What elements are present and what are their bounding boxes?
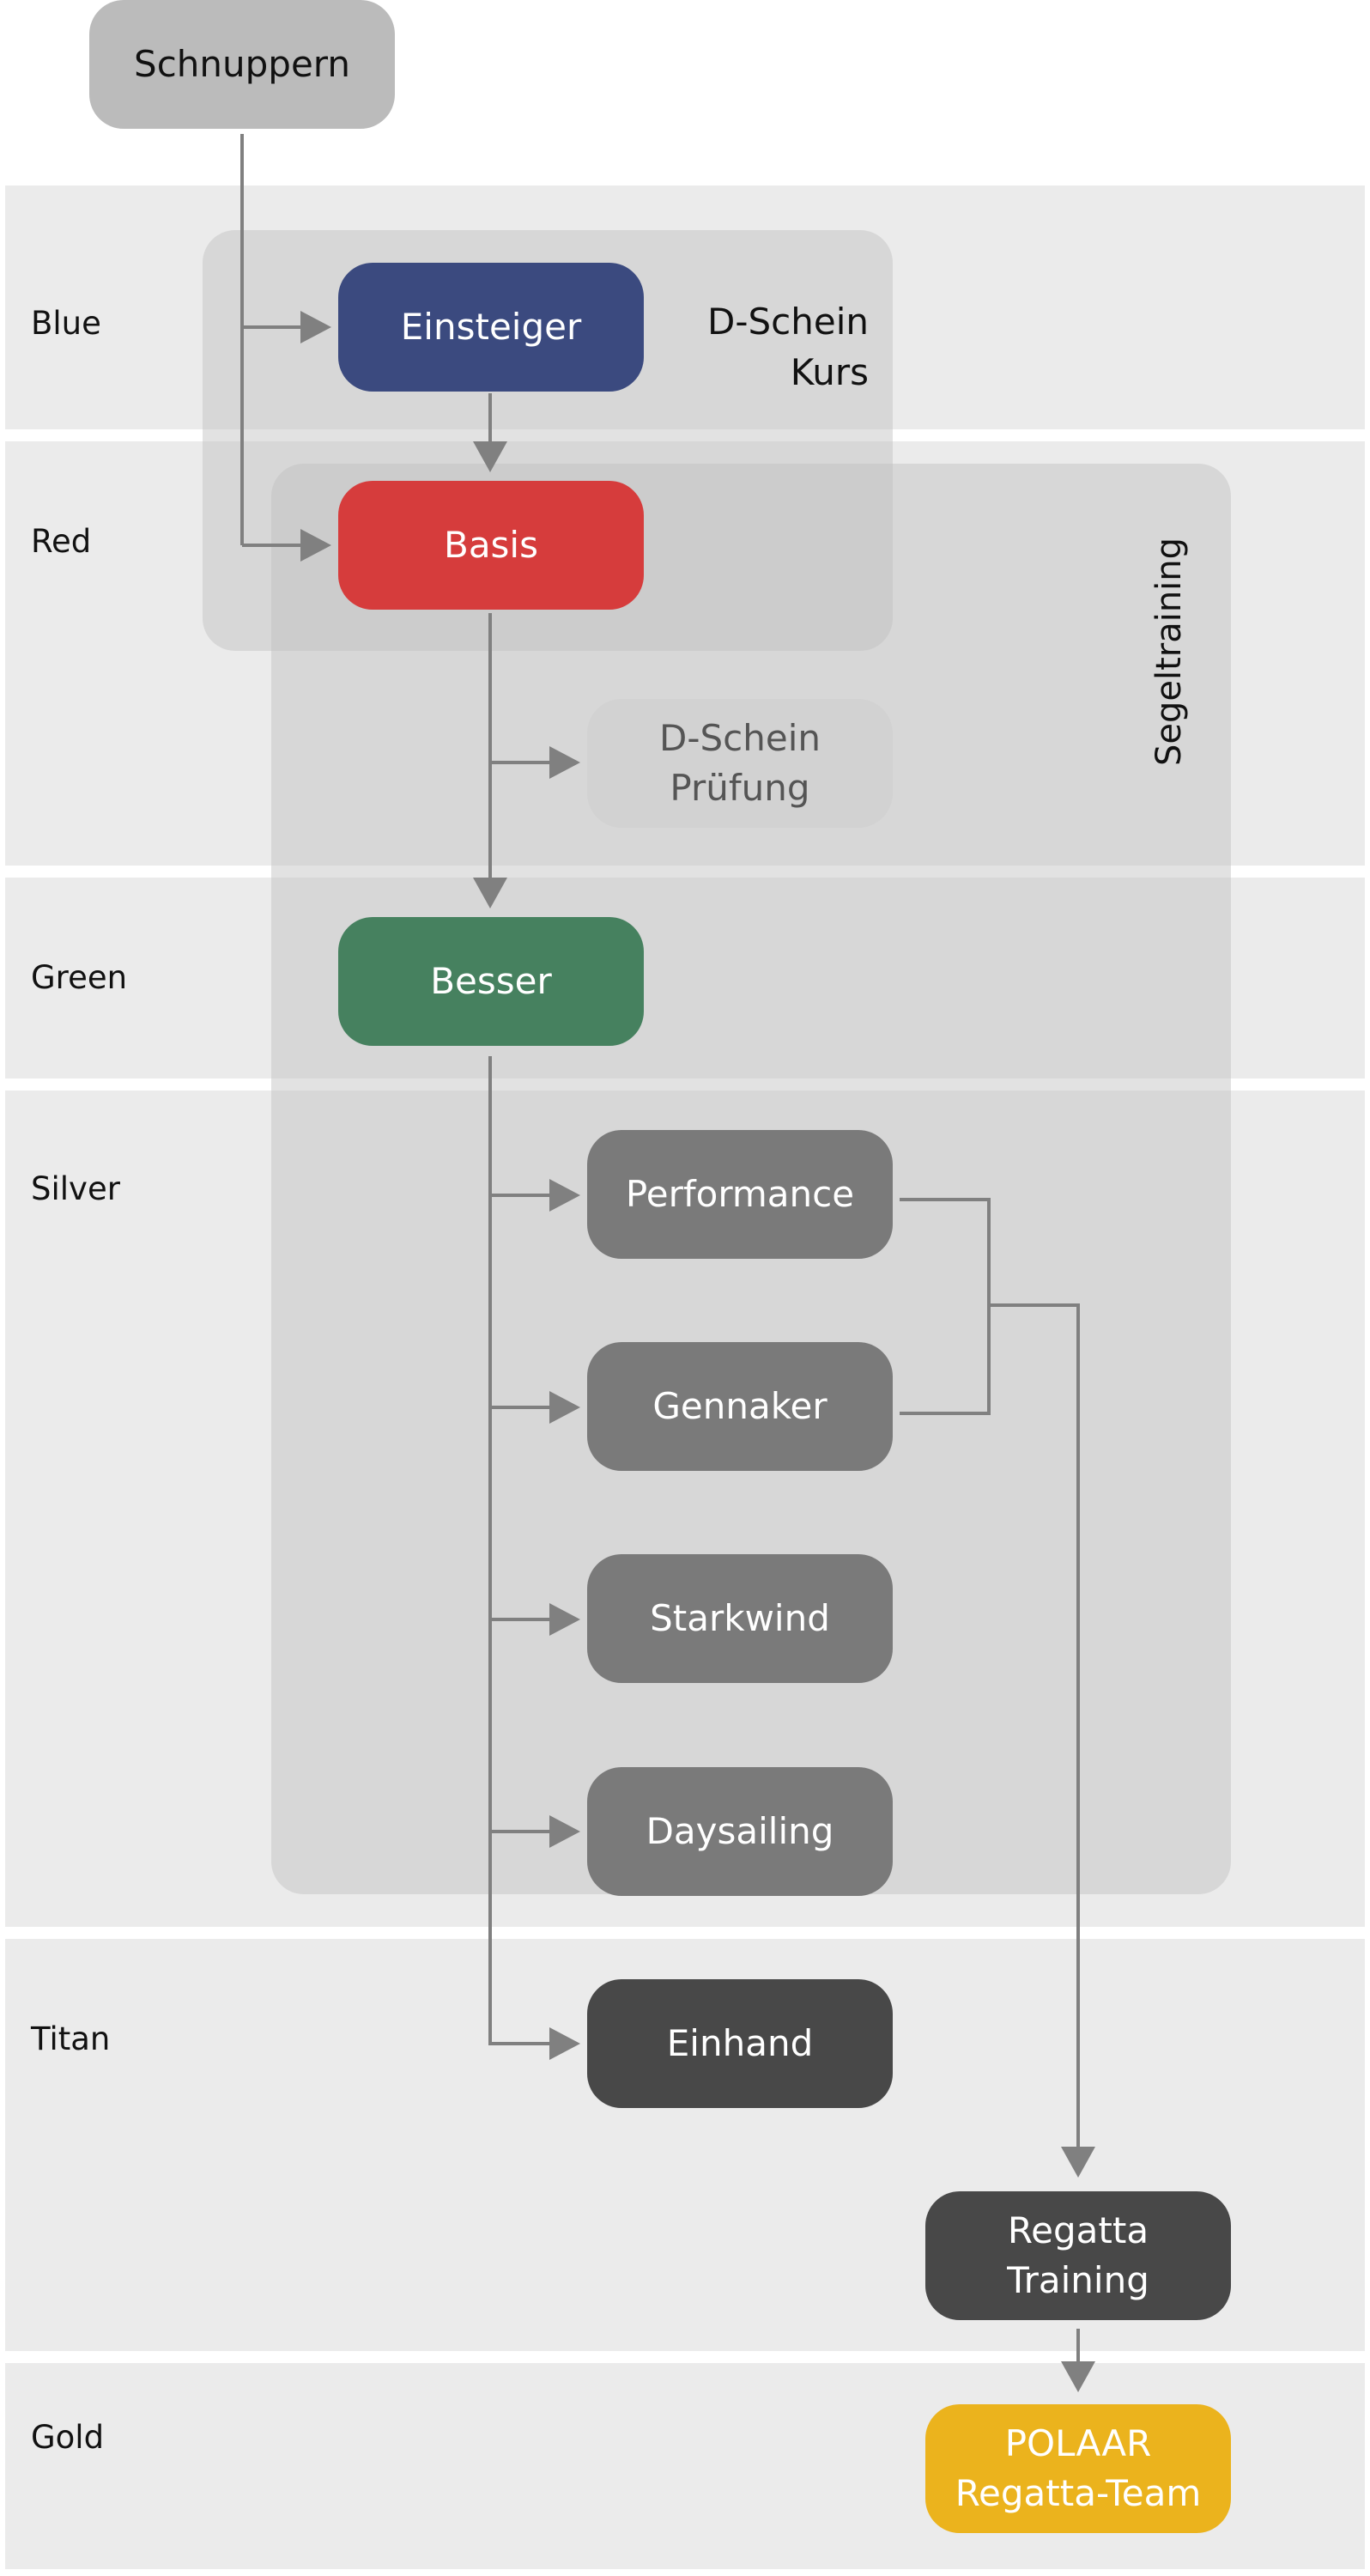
connector-performance-merge xyxy=(900,1198,991,1415)
node-dschein-pruefung: D-Schein Prüfung xyxy=(587,699,893,828)
band-label-titan: Titan xyxy=(31,2020,111,2057)
node-einhand-label: Einhand xyxy=(666,2022,814,2065)
band-label-red: Red xyxy=(31,523,92,560)
node-schnuppern: Schnuppern xyxy=(89,0,395,129)
band-label-green: Green xyxy=(31,959,128,996)
connector-besser-trunk xyxy=(488,1056,549,2045)
node-gennaker-label: Gennaker xyxy=(652,1385,827,1428)
node-einhand: Einhand xyxy=(587,1979,893,2108)
node-polaar-line1: POLAAR xyxy=(1004,2422,1152,2465)
band-label-silver: Silver xyxy=(31,1170,120,1207)
node-daysailing-label: Daysailing xyxy=(646,1810,834,1853)
arrowhead-pruefung xyxy=(549,746,580,779)
arrowhead-polaar xyxy=(1061,2361,1095,2392)
arrowhead-regatta xyxy=(1061,2147,1095,2178)
band-blue xyxy=(5,185,1365,429)
node-gennaker: Gennaker xyxy=(587,1342,893,1471)
group-label-dschein-kurs-line2: Kurs xyxy=(790,350,869,393)
group-label-dschein-kurs-line1: D-Schein xyxy=(707,301,869,343)
arrowhead-daysailing xyxy=(549,1815,580,1848)
arrowhead-einsteiger-basis xyxy=(473,441,507,472)
node-regatta-training: Regatta Training xyxy=(925,2191,1231,2320)
node-starkwind-label: Starkwind xyxy=(650,1597,830,1640)
node-starkwind: Starkwind xyxy=(587,1554,893,1683)
connector-merge-regatta xyxy=(989,1303,1080,2147)
node-performance: Performance xyxy=(587,1130,893,1259)
arrowhead-gennaker xyxy=(549,1391,580,1424)
arrowhead-basis xyxy=(300,529,331,562)
group-label-dschein-kurs: D-Schein Kurs xyxy=(635,297,869,398)
node-basis-label: Basis xyxy=(444,524,538,567)
node-dschein-pruefung-line1: D-Schein xyxy=(659,717,821,760)
band-green xyxy=(5,878,1365,1078)
node-daysailing: Daysailing xyxy=(587,1767,893,1896)
node-regatta-training-line2: Training xyxy=(1007,2259,1149,2301)
node-polaar-line2: Regatta-Team xyxy=(955,2472,1202,2514)
node-besser-label: Besser xyxy=(430,960,552,1003)
arrowhead-einsteiger xyxy=(300,311,331,343)
arrowhead-starkwind xyxy=(549,1603,580,1636)
band-label-blue: Blue xyxy=(31,305,101,342)
node-schnuppern-label: Schnuppern xyxy=(134,43,350,86)
arrowhead-performance xyxy=(549,1179,580,1212)
node-einsteiger: Einsteiger xyxy=(338,263,644,392)
band-label-gold: Gold xyxy=(31,2419,105,2456)
arrowhead-besser xyxy=(473,878,507,908)
arrowhead-einhand xyxy=(549,2027,580,2060)
node-einsteiger-label: Einsteiger xyxy=(400,306,582,349)
node-performance-label: Performance xyxy=(625,1173,855,1216)
node-besser: Besser xyxy=(338,917,644,1046)
node-regatta-training-line1: Regatta xyxy=(1007,2209,1149,2252)
node-basis: Basis xyxy=(338,481,644,610)
node-polaar: POLAAR Regatta-Team xyxy=(925,2404,1231,2533)
node-dschein-pruefung-line2: Prüfung xyxy=(670,767,810,809)
